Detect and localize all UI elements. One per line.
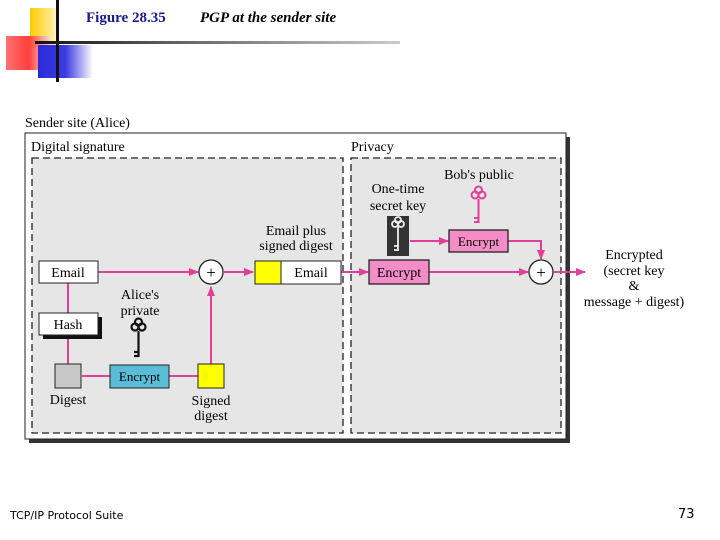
encrypt-key-label: Encrypt xyxy=(458,234,500,249)
onetime-key-label-2: secret key xyxy=(370,199,426,214)
pgp-sender-diagram: Sender site (Alice) Digital signature Pr… xyxy=(24,116,685,443)
onetime-secret-key-icon xyxy=(391,216,405,251)
footer-text: TCP/IP Protocol Suite xyxy=(10,509,124,522)
bob-public-label: Bob's public xyxy=(444,168,514,183)
section-digital-signature: Digital signature xyxy=(31,140,125,155)
encrypt-signature-label: Encrypt xyxy=(119,369,161,384)
email-plus-label-1: Email plus xyxy=(266,224,326,239)
encrypt-signature-box xyxy=(109,364,170,389)
alice-key-label-1: Alice's xyxy=(121,288,159,303)
signed-digest-label-2: digest xyxy=(194,409,228,424)
alice-private-key-icon xyxy=(130,317,147,358)
figure-number: Figure 28.35 xyxy=(86,10,166,26)
signed-digest-label-1: Signed xyxy=(192,394,231,409)
privacy-panel xyxy=(350,157,562,434)
combine-plus-1: + xyxy=(206,263,216,282)
figure-title: PGP at the sender site xyxy=(200,10,337,26)
decor-blue-square xyxy=(38,45,93,78)
packet-signed-digest xyxy=(254,260,282,285)
digest-label: Digest xyxy=(50,393,87,408)
encrypt-message-label: Encrypt xyxy=(377,266,421,281)
email-plus-label-2: signed digest xyxy=(259,239,333,254)
output-label-1: Encrypted xyxy=(605,248,663,263)
digest-square xyxy=(54,363,82,389)
packet-email xyxy=(280,260,342,285)
digital-signature-panel xyxy=(31,157,344,434)
outer-label: Sender site (Alice) xyxy=(25,116,130,131)
packet-email-label: Email xyxy=(294,266,328,281)
bob-public-key-icon xyxy=(470,185,487,223)
hash-box xyxy=(38,312,99,336)
encrypt-message-box xyxy=(368,259,430,285)
combine-circle-1 xyxy=(198,259,224,285)
output-label-2: (secret key xyxy=(603,264,664,279)
combine-circle-2 xyxy=(528,259,554,285)
arrow-encrypt-key-to-plus2 xyxy=(508,240,545,260)
page-number: 73 xyxy=(678,507,695,522)
encrypt-key-box xyxy=(448,229,509,253)
output-label-4: message + digest) xyxy=(584,295,685,310)
signed-digest-square xyxy=(197,363,225,389)
output-label-3: & xyxy=(629,279,640,294)
email-box xyxy=(38,260,99,284)
section-privacy: Privacy xyxy=(351,140,394,155)
hash-label: Hash xyxy=(54,318,83,333)
decor-horizontal-line xyxy=(35,41,400,44)
email-label: Email xyxy=(51,266,85,281)
combine-plus-2: + xyxy=(536,263,546,282)
alice-key-label-2: private xyxy=(121,304,160,319)
onetime-key-label-1: One-time xyxy=(372,182,425,197)
